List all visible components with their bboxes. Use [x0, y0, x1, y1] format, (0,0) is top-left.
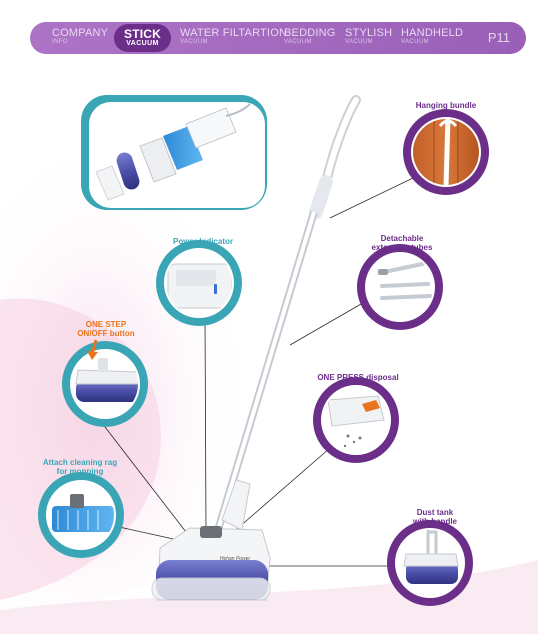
dust-tank-label: Dust tank with handle: [402, 508, 468, 526]
one-press-disposal-bubble: [313, 377, 399, 463]
top-nav-bar: COMPANY INFO STICK VACUUM WATER FILTARTI…: [30, 22, 526, 54]
accessories-parts: [95, 103, 251, 201]
tab-sublabel: VACUUM: [284, 39, 312, 45]
page-number: P11: [487, 30, 510, 45]
on-off-button-bubble: [62, 339, 148, 427]
one-press-text: ONE PRESS disposal: [317, 373, 399, 382]
on-off-line1: ONE STEP: [85, 320, 127, 329]
cleaning-rag-line1: Attach cleaning rag: [42, 458, 118, 467]
tab-label: HANDHELD: [401, 27, 464, 39]
cleaning-rag-bubble: [38, 472, 124, 558]
tab-sublabel: VACUUM: [126, 40, 159, 47]
dust-tank-bubble: [387, 520, 473, 606]
tab-label: BEDDING: [284, 27, 336, 39]
power-indicator-bubble: [156, 240, 242, 326]
tab-handheld-vacuum[interactable]: HANDHELD VACUUM: [401, 27, 463, 46]
extension-tubes-label: Detachable extension tubes: [362, 234, 442, 252]
cleaning-rag-line2: for mopping: [56, 467, 104, 476]
hanging-bundle-label: Hanging bundle: [398, 101, 494, 110]
tab-sublabel: VACUUM: [345, 39, 373, 45]
tab-label: COMPANY: [52, 27, 109, 39]
dust-tank-line2: with handle: [413, 517, 457, 526]
tab-sublabel: VACUUM: [401, 39, 429, 45]
tab-water-filtration-vacuum[interactable]: WATER FILTARTION VACUUM: [180, 27, 287, 46]
tab-sublabel: VACUUM: [180, 39, 208, 45]
hanging-bundle-text: Hanging bundle: [415, 101, 477, 110]
power-indicator-label: Power Indicator: [158, 237, 248, 246]
tab-sublabel: INFO: [52, 39, 68, 45]
extension-tubes-bubble: [357, 244, 443, 330]
tab-label: STICK: [124, 27, 161, 41]
dust-tank-line1: Dust tank: [416, 508, 454, 517]
on-off-line2: ON/OFF button: [77, 329, 135, 338]
extension-tubes-line2: extension tubes: [371, 243, 433, 252]
tab-bedding-vacuum[interactable]: BEDDING VACUUM: [284, 27, 336, 46]
cleaning-rag-label: Attach cleaning rag for mopping: [24, 458, 136, 476]
vacuum-stick: [214, 95, 361, 532]
one-press-disposal-label: ONE PRESS disposal: [306, 373, 410, 382]
extension-tubes-line1: Detachable: [380, 234, 424, 243]
vacuum-floor-head: [151, 526, 271, 601]
tab-stick-vacuum[interactable]: STICK VACUUM: [114, 24, 171, 52]
on-off-button-label: ONE STEP ON/OFF button: [64, 320, 148, 338]
tab-label: WATER FILTARTION: [180, 27, 288, 39]
power-indicator-text: Power Indicator: [172, 237, 233, 246]
tab-stylish-vacuum[interactable]: STYLISH VACUUM: [345, 27, 392, 46]
accessories-panel: [81, 95, 267, 210]
tab-label: STYLISH: [345, 27, 393, 39]
brand-logo: Hehan Power: [219, 556, 251, 562]
hanging-bundle-bubble: [403, 109, 489, 195]
tab-company-info[interactable]: COMPANY INFO: [52, 27, 108, 46]
